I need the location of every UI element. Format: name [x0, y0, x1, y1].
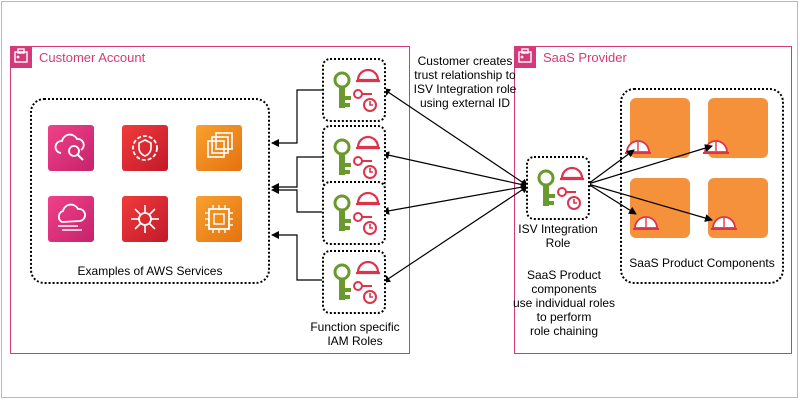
customer-account-title: Customer Account [39, 50, 146, 65]
isv-role-caption: ISV Integration Role [518, 222, 598, 250]
ec2-instances-icon [196, 125, 242, 171]
chain-arrow-3 [582, 180, 637, 215]
hard-hat-icon [711, 216, 737, 230]
isv-integration-role-card [526, 156, 590, 220]
iam-role-icon [333, 260, 380, 304]
trust-arrow-4 [382, 185, 529, 283]
aws-services-caption: Examples of AWS Services [77, 264, 223, 278]
elbow-arrow-1 [271, 89, 322, 147]
elbow-arrow-2 [271, 156, 322, 191]
function-roles-caption: Function specific IAM Roles [310, 320, 400, 348]
elbow-arrow-4 [271, 231, 322, 281]
trust-arrow-2 [381, 151, 529, 189]
iam-role-icon [333, 68, 380, 112]
aws-services-group [30, 98, 270, 284]
cloud-stream-icon [48, 196, 94, 242]
account-icon [10, 46, 32, 68]
chain-arrow-4 [581, 180, 713, 222]
iam-role-card-2 [322, 125, 386, 189]
chip-icon [196, 196, 242, 242]
saas-provider-title: SaaS Provider [543, 50, 627, 65]
chain-arrow-1 [582, 149, 635, 189]
security-gear-icon [122, 125, 168, 171]
cloud-search-icon [48, 125, 94, 171]
saas-components-caption: SaaS Product Components [629, 256, 775, 270]
trust-arrow-3 [381, 183, 529, 215]
hub-network-icon [122, 196, 168, 242]
iam-role-card-3 [322, 181, 386, 245]
elbow-arrow-3 [271, 186, 322, 213]
iam-role-icon [537, 166, 584, 210]
saas-note: SaaS Product components use individual r… [512, 268, 616, 338]
iam-role-card-1 [322, 58, 386, 122]
trust-note: Customer creates trust relationship to I… [413, 54, 517, 110]
iam-role-icon [333, 191, 380, 235]
iam-role-card-4 [322, 250, 386, 314]
iam-role-icon [333, 135, 380, 179]
chain-arrow-2 [581, 144, 713, 188]
provider-account-icon [514, 46, 536, 68]
